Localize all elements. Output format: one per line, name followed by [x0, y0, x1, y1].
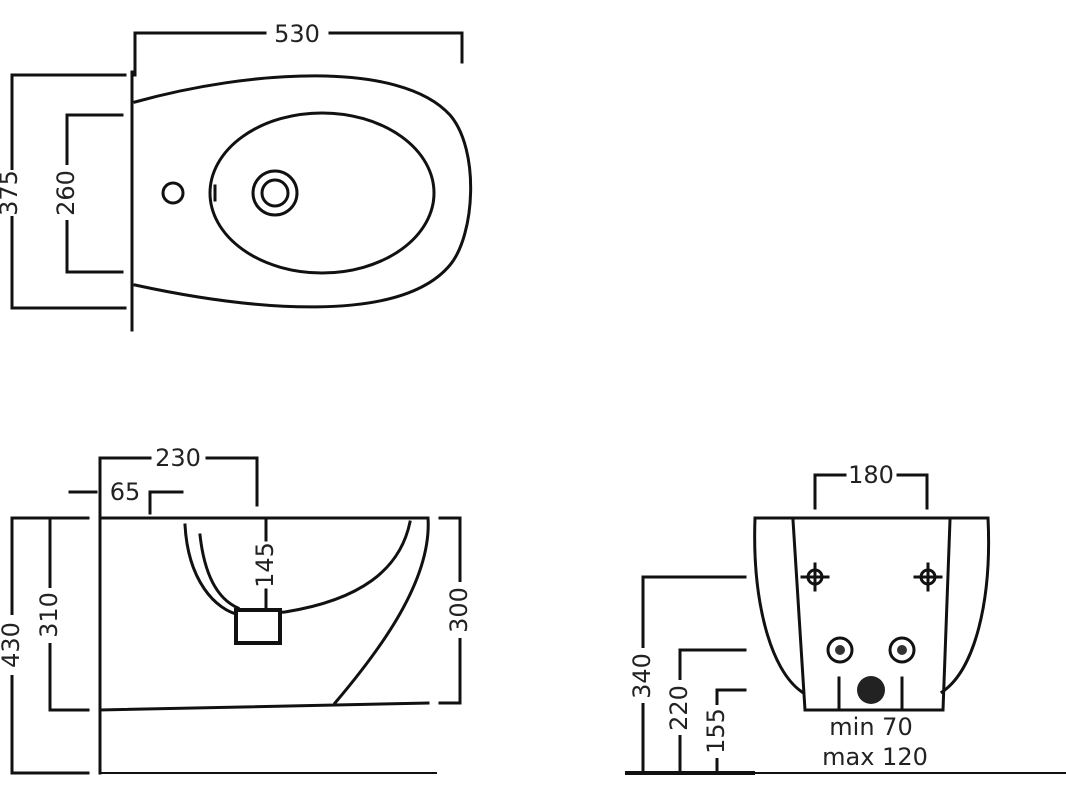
dimension-depth-label: 375 [0, 170, 23, 216]
dimension-fixing-label: 260 [52, 170, 80, 216]
bowl-outline [208, 111, 436, 275]
drain-inner [260, 178, 290, 208]
drain-outer [251, 169, 299, 217]
dimension-155-label: 155 [702, 708, 730, 754]
dimension-220-label: 220 [665, 685, 693, 731]
bidet-rear-outline [753, 516, 991, 695]
bowl-profile [183, 520, 412, 617]
dimension-tap-distance-line [98, 456, 259, 507]
bidet-side-outline [98, 516, 430, 712]
dimension-tap-offset-label: 65 [110, 478, 141, 506]
dimension-fixing-spacing-line [813, 473, 929, 510]
water-inlet-left [826, 636, 854, 664]
dimension-340-line [641, 575, 747, 775]
fixing-point-left-icon [800, 562, 830, 592]
bowl-inner-profile [198, 533, 240, 610]
drain-outlet [234, 608, 282, 645]
min-label: min 70 [829, 713, 912, 741]
dimension-width-line [133, 31, 464, 77]
side-view: 230 65 145 430 310 300 [0, 444, 473, 775]
dimension-fixing-height-label: 310 [35, 592, 63, 638]
top-view: 530 375 260 [0, 20, 473, 332]
waste-outlet [857, 676, 885, 704]
water-inlet-right [888, 636, 916, 664]
dimension-width-label: 530 [274, 20, 320, 48]
rear-view: 180 min 70 max 120 340 220 155 [625, 461, 1066, 775]
tap-hole [161, 181, 185, 205]
bidet-rear-body [791, 518, 952, 712]
dimension-height-label: 430 [0, 622, 25, 668]
outlet-range-marks [837, 676, 904, 712]
dimension-tap-distance-label: 230 [155, 444, 201, 472]
dimension-fixing-spacing-label: 180 [848, 461, 894, 489]
bidet-outline [133, 74, 473, 309]
dimension-tap-offset-line [68, 490, 184, 515]
dimension-bowl-depth-label: 145 [251, 542, 279, 588]
dimension-340-label: 340 [628, 653, 656, 699]
dimension-front-height-label: 300 [445, 587, 473, 633]
fixing-point-right-icon [913, 562, 943, 592]
max-label: max 120 [822, 743, 928, 771]
